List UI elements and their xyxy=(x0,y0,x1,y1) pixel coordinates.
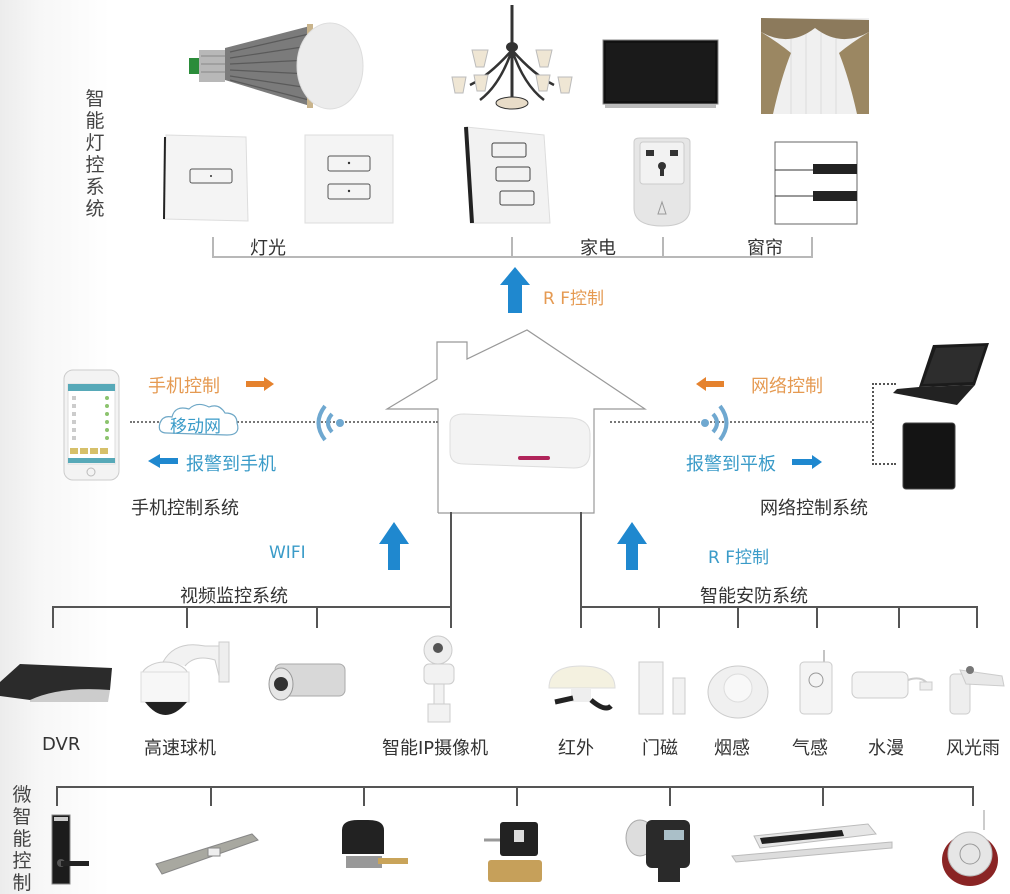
led-bulb-icon xyxy=(189,22,364,110)
wifi-signal-icon xyxy=(316,404,344,442)
one-gang-switch-icon xyxy=(163,134,249,222)
right-arrow-icon xyxy=(246,377,274,391)
bracket-tick xyxy=(316,606,318,628)
auto-feeder-icon xyxy=(625,819,690,882)
cloud-icon xyxy=(158,403,239,436)
up-arrow-icon xyxy=(379,522,409,570)
bracket-tick xyxy=(898,606,900,628)
laptop-icon xyxy=(893,343,989,405)
bracket-tick xyxy=(669,786,671,806)
wind-rain-sensor-icon xyxy=(949,666,1005,715)
rf-control-label-top: R F控制 xyxy=(543,289,604,309)
wifi-label: WIFI xyxy=(269,543,306,563)
speed-dome-camera-icon xyxy=(140,641,230,715)
bracket-tick xyxy=(52,606,54,628)
device-label-speed-dome: 高速球机 xyxy=(144,738,216,759)
wifi-signal-icon xyxy=(701,404,729,442)
bracket-tick xyxy=(450,606,452,628)
security-bracket xyxy=(580,606,978,608)
mobile-network-label: 移动网 xyxy=(170,417,221,437)
up-arrow-icon xyxy=(500,267,530,313)
bracket-tick xyxy=(737,606,739,628)
dvr-icon xyxy=(0,664,112,702)
smart-socket-icon xyxy=(633,137,691,227)
bullet-camera-icon xyxy=(268,663,346,701)
smoke-detector-icon xyxy=(707,665,769,719)
micro-control-title: 微智能控制 xyxy=(12,784,32,894)
infrared-sensor-icon xyxy=(548,665,616,711)
bracket-tick xyxy=(210,786,212,806)
window-actuator-icon xyxy=(155,833,259,875)
security-system-title: 智能安防系统 xyxy=(700,586,808,607)
up-arrow-icon xyxy=(617,522,647,570)
gas-detector-icon xyxy=(799,650,833,715)
smart-gateway-icon xyxy=(449,413,591,469)
group-label-lighting: 灯光 xyxy=(250,238,286,259)
device-label-water: 水漫 xyxy=(868,738,904,759)
dotted-link-right xyxy=(610,421,872,423)
device-label-ip-camera: 智能IP摄像机 xyxy=(382,738,489,759)
lighting-system-title: 智能灯控系统 xyxy=(85,88,105,220)
bracket-tick xyxy=(658,606,660,628)
network-system-title: 网络控制系统 xyxy=(760,498,868,519)
bracket-tick xyxy=(811,237,813,257)
water-leak-sensor-icon xyxy=(851,671,933,699)
device-label-infrared: 红外 xyxy=(558,738,594,759)
dotted-bracket xyxy=(872,383,896,465)
network-control-label: 网络控制 xyxy=(751,376,823,397)
right-arrow-icon xyxy=(792,455,822,469)
bracket-tick xyxy=(511,237,513,257)
video-system-title: 视频监控系统 xyxy=(180,586,288,607)
bracket-tick xyxy=(662,237,664,257)
bracket-tick xyxy=(816,606,818,628)
rf-control-label-bottom: R F控制 xyxy=(708,548,769,568)
device-label-gas: 气感 xyxy=(792,738,828,759)
left-arrow-icon xyxy=(148,454,178,468)
tablet-alarm-label: 报警到平板 xyxy=(686,454,776,475)
left-arrow-icon xyxy=(696,377,724,391)
mobile-alarm-label: 报警到手机 xyxy=(186,454,276,475)
bracket-tick xyxy=(363,786,365,806)
ip-camera-icon xyxy=(423,635,455,723)
bracket-tick xyxy=(516,786,518,806)
bracket-tick xyxy=(822,786,824,806)
bracket-tick xyxy=(56,786,58,806)
bracket-tick xyxy=(212,237,214,257)
three-gang-switch-icon xyxy=(464,126,551,224)
device-label-smoke: 烟感 xyxy=(714,738,750,759)
dotted-link-left xyxy=(130,421,438,423)
gas-valve-manipulator-icon xyxy=(342,820,408,868)
curtain-icon xyxy=(761,18,869,114)
group-label-curtains: 窗帘 xyxy=(747,238,783,259)
mobile-system-title: 手机控制系统 xyxy=(131,498,239,519)
curtain-controller-icon xyxy=(774,141,858,225)
television-icon xyxy=(602,39,719,108)
device-label-door-contact: 门磁 xyxy=(642,738,678,759)
lighting-group-bracket xyxy=(212,256,813,258)
two-gang-switch-icon xyxy=(304,134,394,224)
bracket-tick xyxy=(976,606,978,628)
door-lock-icon xyxy=(51,814,89,885)
bracket-tick xyxy=(580,606,582,628)
siren-icon xyxy=(942,810,998,886)
solenoid-valve-icon xyxy=(484,822,542,882)
connector-security xyxy=(580,512,582,606)
bracket-tick xyxy=(972,786,974,806)
device-label-wind-light-rain: 风光雨 xyxy=(946,738,1000,759)
device-label-dvr: DVR xyxy=(42,734,81,755)
video-bracket xyxy=(52,606,452,608)
micro-bracket xyxy=(56,786,974,788)
mobile-control-label: 手机控制 xyxy=(148,376,220,397)
house-outline xyxy=(384,329,647,514)
window-opener-icon xyxy=(731,823,893,863)
chandelier-icon xyxy=(451,5,573,110)
group-label-appliances: 家电 xyxy=(580,238,616,259)
connector-video xyxy=(450,512,452,606)
tablet-icon xyxy=(902,422,956,490)
door-contact-icon xyxy=(638,661,686,715)
smartphone-icon xyxy=(63,369,120,481)
bracket-tick xyxy=(186,606,188,628)
